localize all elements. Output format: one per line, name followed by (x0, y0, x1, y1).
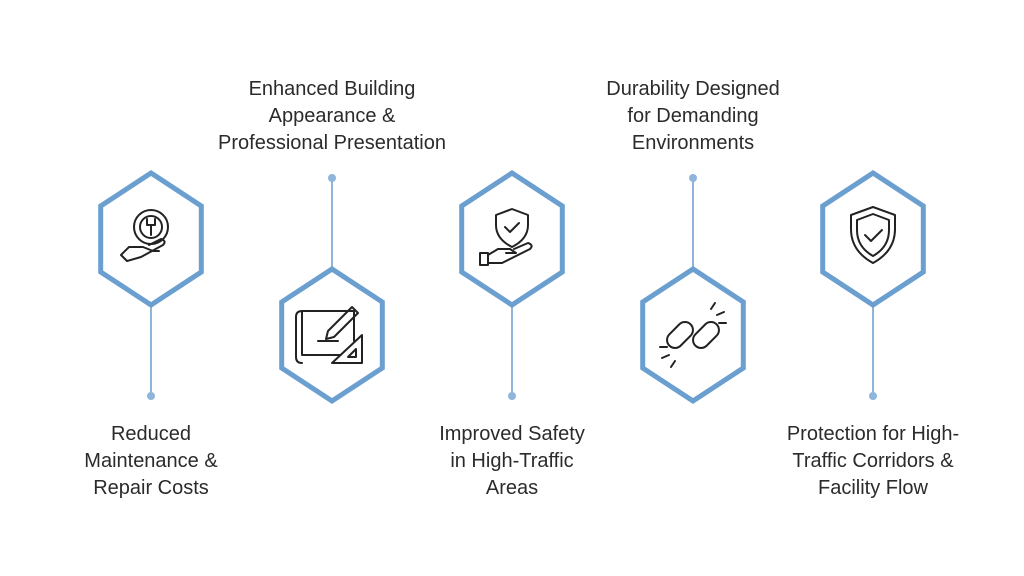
label-enhanced-appearance: Enhanced Building Appearance & Professio… (192, 76, 472, 157)
chain-link-icon (659, 302, 727, 368)
label-line: in High-Traffic (450, 450, 574, 472)
label-line: Facility Flow (817, 477, 928, 499)
label-line: Enhanced Building (248, 78, 416, 100)
benefit-node (279, 174, 385, 404)
hexagon-frame (279, 266, 385, 404)
connector-dot (869, 392, 877, 400)
blueprint-pencil-ruler-icon (295, 306, 363, 364)
label-line: Durability Designed (606, 78, 780, 100)
connector-dot (508, 392, 516, 400)
connector-dot (147, 392, 155, 400)
hexagon-frame (459, 170, 565, 308)
benefit-node (459, 170, 565, 400)
label-line: Environments (631, 132, 755, 154)
label-durability: Durability Designed for Demanding Enviro… (553, 76, 833, 157)
shield-check-hand-icon (479, 208, 533, 266)
label-line: Traffic Corridors & (792, 450, 954, 472)
label-line: Professional Presentation (218, 132, 446, 154)
label-line: Protection for High- (786, 423, 960, 445)
label-line: Repair Costs (93, 477, 209, 499)
gear-wrench-hand-icon (120, 209, 169, 262)
benefit-node (820, 170, 926, 400)
label-line: Maintenance & (84, 450, 218, 472)
benefit-node (98, 170, 204, 400)
shield-check-icon (850, 206, 896, 264)
label-line: Improved Safety (439, 423, 585, 445)
label-reduced-maintenance: Reduced Maintenance & Repair Costs (11, 421, 291, 502)
label-line: for Demanding (627, 105, 759, 127)
label-line: Reduced (110, 423, 192, 445)
connector-dot (328, 174, 336, 182)
label-line: Appearance & (268, 105, 396, 127)
hexagon-frame (640, 266, 746, 404)
benefit-node (640, 174, 746, 404)
label-improved-safety: Improved Safety in High-Traffic Areas (372, 421, 652, 502)
label-protection: Protection for High- Traffic Corridors &… (733, 421, 1013, 502)
connector-dot (689, 174, 697, 182)
label-line: Areas (485, 477, 539, 499)
